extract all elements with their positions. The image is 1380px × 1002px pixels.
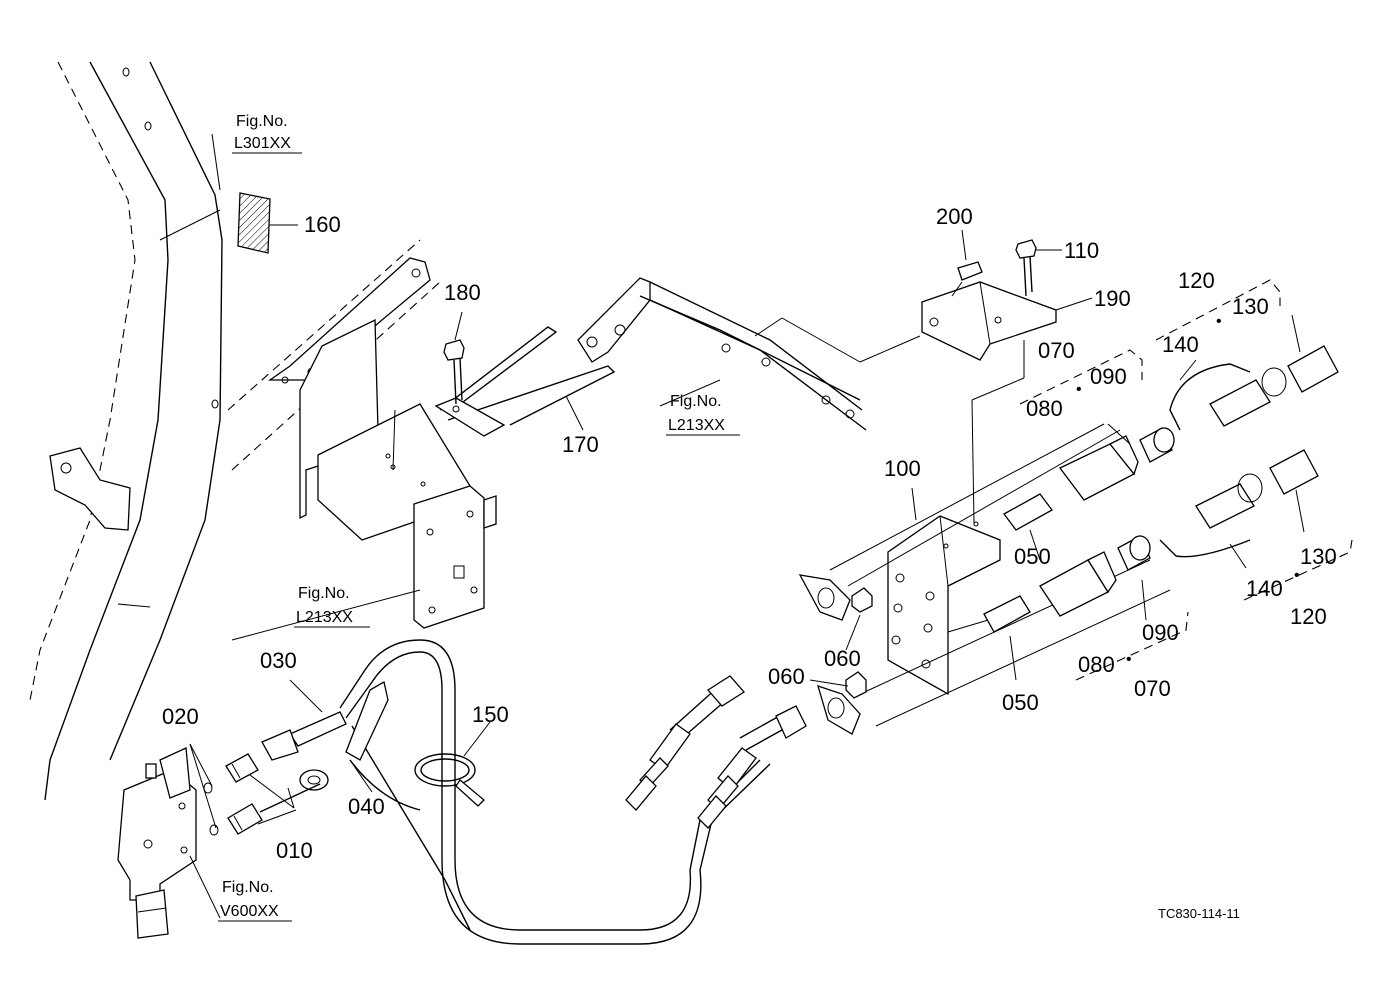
figref-label: Fig.No. <box>222 879 274 896</box>
upper-coupler-set <box>798 345 1339 621</box>
figref-l213-right: Fig.No. L213XX <box>666 393 740 436</box>
part-label-130-upper: 130 <box>1232 294 1269 319</box>
part-label-010: 010 <box>276 838 313 863</box>
part-label-110: 110 <box>1064 238 1099 263</box>
figref-code: L213XX <box>668 417 725 434</box>
part-label-130-lower: 130 <box>1300 544 1337 569</box>
figref-l301: Fig.No. L301XX <box>232 113 302 154</box>
fender-panel <box>29 61 223 801</box>
part-label-020: 020 <box>162 704 199 729</box>
fender-bracket <box>227 239 497 629</box>
part-label-140-upper: 140 <box>1162 332 1199 357</box>
part-label-050-upper: 050 <box>1014 544 1051 569</box>
bolt-110 <box>1015 239 1062 297</box>
control-valve <box>117 747 221 939</box>
kit-bracket-120-upper <box>1155 279 1281 341</box>
figref-label: Fig.No. <box>236 113 288 130</box>
part-label-100: 100 <box>884 456 921 481</box>
fitting-010-upper <box>225 753 259 783</box>
part-labels: 160 180 170 200 110 190 120 130 140 070 … <box>162 204 1337 863</box>
part-label-090-upper: 090 <box>1090 364 1127 389</box>
part-label-140-lower: 140 <box>1246 576 1283 601</box>
part-label-080-lower: 080 <box>1078 652 1115 677</box>
hose-clamp-150 <box>414 721 491 807</box>
part-label-090-lower: 090 <box>1142 620 1179 645</box>
upper-frame-rail <box>577 277 921 431</box>
decal-160 <box>237 192 298 254</box>
part-label-030: 030 <box>260 648 297 673</box>
part-label-060-lower: 060 <box>768 664 805 689</box>
part-label-050-lower: 050 <box>1002 690 1039 715</box>
u-bolt-170 <box>434 326 616 437</box>
kit-separators: • • • • <box>1076 313 1300 668</box>
hose-assembly <box>261 639 807 945</box>
lower-coupler-set <box>817 449 1319 735</box>
coupler-bracket-100 <box>887 340 1025 696</box>
separator-dot: • <box>1294 567 1300 584</box>
part-label-060-upper: 060 <box>824 646 861 671</box>
part-label-190: 190 <box>1094 286 1131 311</box>
part-label-180: 180 <box>444 280 481 305</box>
figref-code: L301XX <box>234 135 291 152</box>
part-label-200: 200 <box>936 204 973 229</box>
part-label-070-upper: 070 <box>1038 338 1075 363</box>
fitting-010-lower <box>227 783 321 835</box>
part-label-080-upper: 080 <box>1026 396 1063 421</box>
separator-dot: • <box>1216 313 1222 330</box>
bolt-180 <box>443 311 465 405</box>
leader-lines <box>189 133 1305 829</box>
figref-label: Fig.No. <box>670 393 722 410</box>
part-label-040: 040 <box>348 794 385 819</box>
part-label-120-lower: 120 <box>1290 604 1327 629</box>
part-label-160: 160 <box>304 212 341 237</box>
part-label-170: 170 <box>562 432 599 457</box>
separator-dot: • <box>1076 381 1082 398</box>
part-label-070-lower: 070 <box>1134 676 1171 701</box>
drawing-code: TC830-114-11 <box>1158 906 1240 921</box>
kit-bracket-070-upper <box>1019 349 1143 405</box>
figref-v600: Fig.No. V600XX <box>218 879 292 922</box>
separator-dot: • <box>1126 651 1132 668</box>
figref-l213-left: Fig.No. L213XX <box>294 585 370 628</box>
figref-label: Fig.No. <box>298 585 350 602</box>
kit-bracket-070-lower <box>1075 611 1189 681</box>
bolt-200 <box>951 229 983 297</box>
bracket-190 <box>921 281 1093 361</box>
kit-bracket-120-lower <box>1243 539 1353 601</box>
part-label-120-upper: 120 <box>1178 268 1215 293</box>
figref-code: V600XX <box>220 903 279 920</box>
part-label-150: 150 <box>472 702 509 727</box>
figref-code: L213XX <box>296 609 353 626</box>
